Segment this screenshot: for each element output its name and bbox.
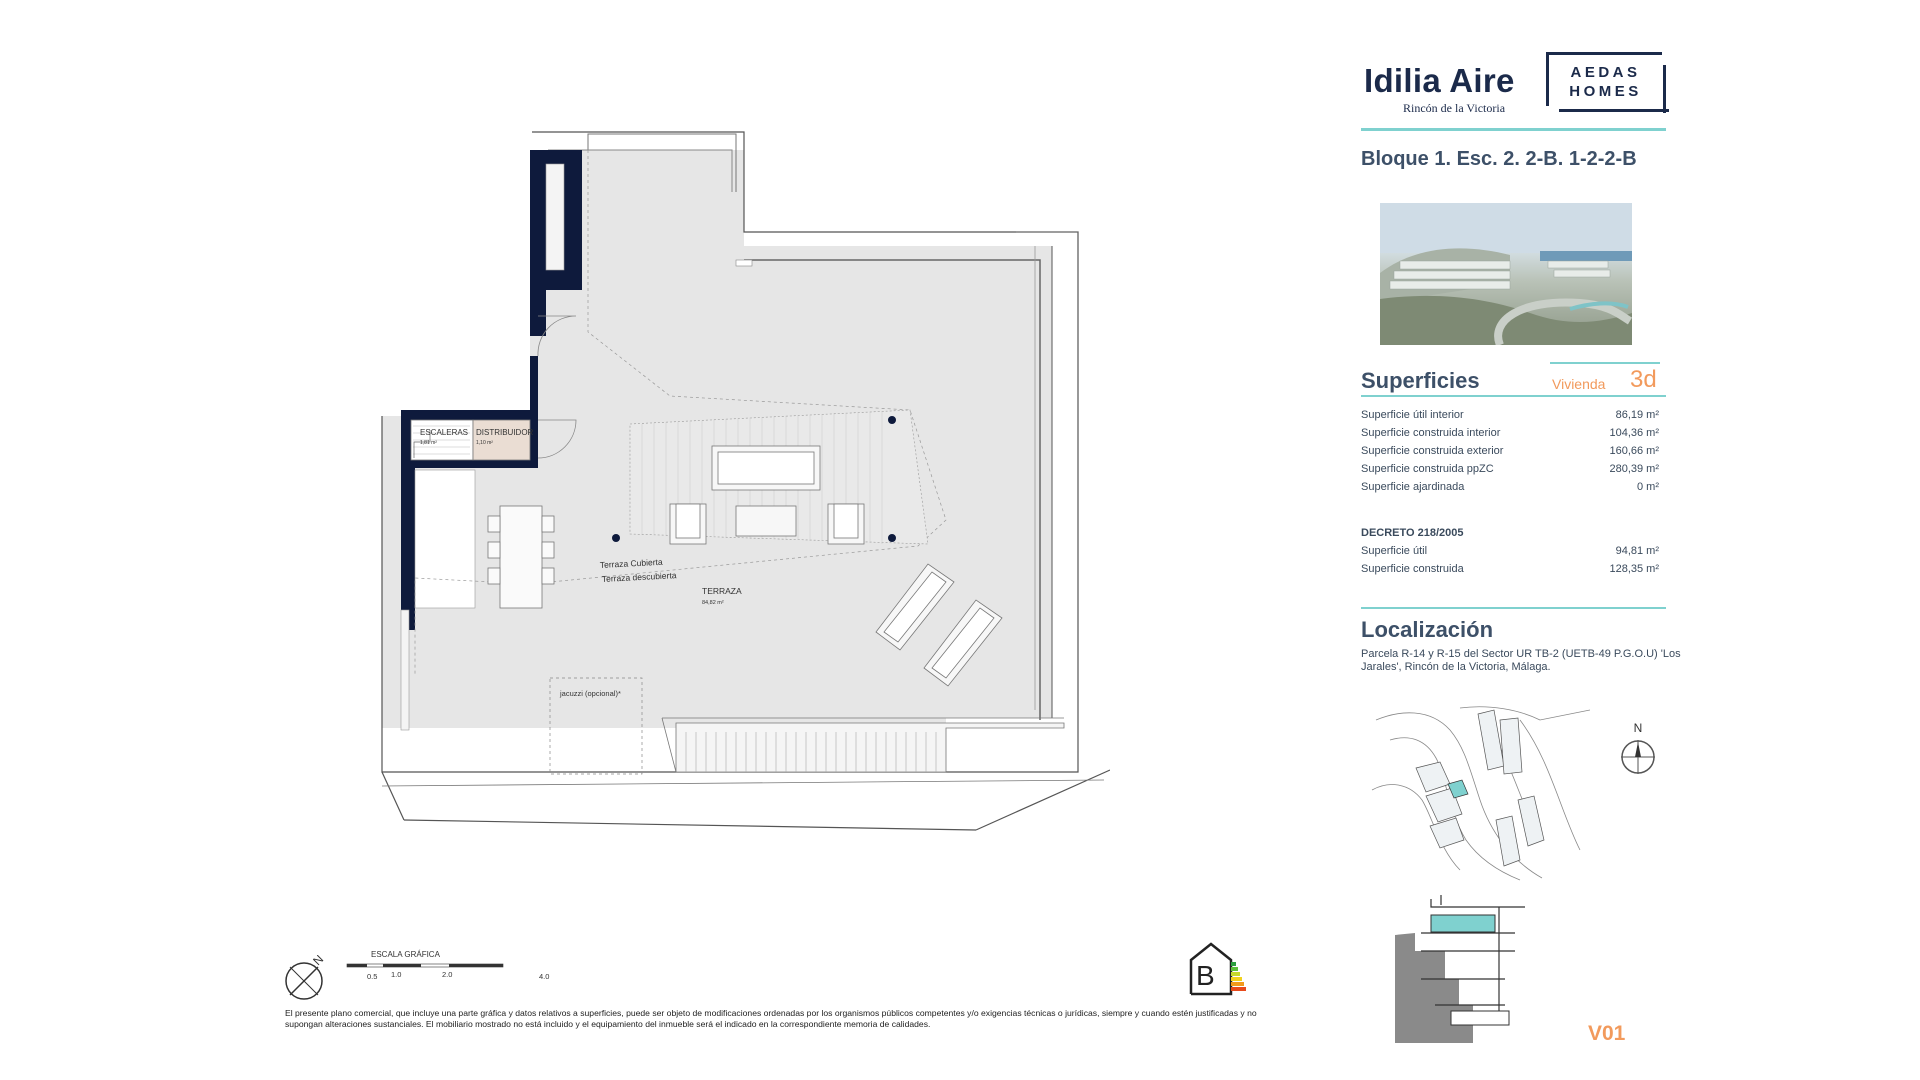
decreto-row-label: Superficie construida [1361, 563, 1464, 575]
surface-row-value: 0 m² [1637, 481, 1659, 493]
building-photo [1380, 203, 1632, 345]
scale-tick-3: 2.0 [442, 970, 453, 979]
floor-plan: ESCALERAS 1,81 m² DISTRIBUIDOR 1,10 m² [381, 131, 1110, 831]
plan-north-icon: N [285, 955, 326, 1000]
surfaces-heading: Superficies [1361, 368, 1480, 393]
dining-table [487, 505, 555, 609]
developer-logo-line1: AEDAS [1570, 64, 1641, 81]
sheet-code: V01 [1588, 1022, 1626, 1045]
header-divider [1361, 128, 1666, 131]
scale-tick-4: 4.0 [539, 972, 550, 981]
decreto-row-label: Superficie útil [1361, 545, 1428, 557]
terrace-name: TERRAZA [702, 586, 742, 596]
hall-area: 1,10 m² [476, 440, 493, 446]
jacuzzi [549, 677, 643, 775]
surfaces-divider [1361, 395, 1666, 397]
house-energy-icon [1189, 942, 1246, 996]
scale-tick-1: 0.5 [367, 972, 378, 981]
surface-row-value: 86,19 m² [1615, 409, 1659, 421]
location-heading: Localización [1361, 617, 1494, 642]
terrace-area: 84,82 m² [702, 600, 724, 606]
covered-boundary [414, 150, 947, 675]
energy-rating-badge: B [1187, 940, 1247, 996]
unit-type-value: 3d [1630, 366, 1657, 393]
hall-name: DISTRIBUIDOR [476, 428, 534, 437]
surface-row-label: Superficie útil interior [1361, 409, 1464, 421]
site-map [1371, 706, 1590, 881]
decreto-row-value: 94,81 m² [1615, 545, 1659, 557]
brand-location: Rincón de la Victoria [1403, 101, 1506, 115]
scale-title: ESCALA GRÁFICA [371, 950, 440, 959]
energy-rating-letter: B [1196, 960, 1215, 991]
hall-room [472, 419, 531, 461]
surface-row-value: 280,39 m² [1609, 463, 1659, 475]
unit-title: Bloque 1. Esc. 2. 2-B. 1-2-2-B [1361, 148, 1637, 170]
decreto-title: DECRETO 218/2005 [1361, 527, 1464, 539]
brand-name: Idilia Aire [1364, 62, 1515, 99]
jacuzzi-label: jacuzzi (opcional)* [559, 689, 621, 698]
sun-loungers [875, 563, 1003, 687]
surface-row-value: 160,66 m² [1609, 445, 1659, 457]
graphic-scale: ESCALA GRÁFICA 0.5 1.0 2.0 4.0 [285, 948, 585, 988]
unit-type-label: Vivienda [1552, 376, 1606, 392]
stairs-area: 1,81 m² [420, 440, 437, 446]
location-address: Parcela R-14 y R-15 del Sector UR TB-2 (… [1361, 648, 1681, 673]
sofa-set [669, 445, 865, 545]
developer-logo-line2: HOMES [1569, 83, 1642, 100]
wall [530, 150, 546, 336]
developer-logo: AEDAS HOMES [1546, 52, 1669, 113]
building-section [1395, 895, 1525, 1043]
surface-row-label: Superficie construida interior [1361, 427, 1501, 439]
storage-block [414, 469, 476, 609]
surface-row-label: Superficie construida ppZC [1361, 463, 1494, 475]
scale-tick-2: 1.0 [391, 970, 402, 979]
uncovered-label: Terraza descubierta [602, 570, 677, 584]
north-compass-label: N [1634, 722, 1643, 735]
location-divider [1361, 607, 1666, 609]
decreto-row-value: 128,35 m² [1609, 563, 1659, 575]
outer-edge [403, 819, 977, 831]
north-compass-icon: N [1621, 722, 1655, 774]
surface-row-label: Superficie ajardinada [1361, 481, 1465, 493]
surface-row-label: Superficie construida exterior [1361, 445, 1504, 457]
planter-strip [661, 717, 1065, 773]
wall [564, 150, 582, 290]
legal-disclaimer: El presente plano comercial, que incluye… [285, 1008, 1257, 1029]
surface-row-value: 104,36 m² [1609, 427, 1659, 439]
covered-label: Terraza Cubierta [600, 557, 664, 570]
stairs-name: ESCALERAS [420, 428, 468, 437]
